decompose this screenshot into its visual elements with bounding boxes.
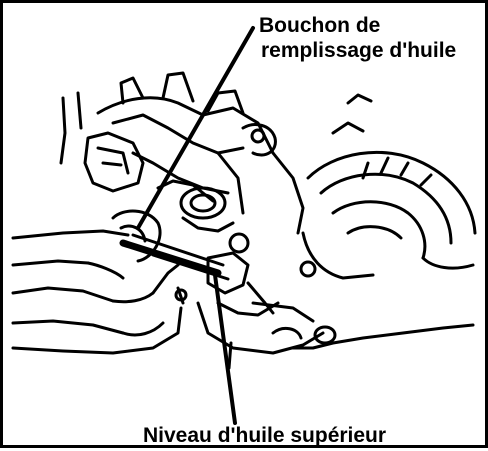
engine-illustration: [3, 3, 488, 451]
oil-fill-cap-label: Bouchon de remplissage d'huile: [259, 13, 456, 63]
pulley-assembly: [301, 95, 475, 278]
oil-fill-cap-label-line2: remplissage d'huile: [261, 38, 456, 63]
upper-oil-level-label: Niveau d'huile supérieur: [143, 423, 386, 448]
oil-fill-cap-label-line1: Bouchon de: [259, 13, 456, 38]
